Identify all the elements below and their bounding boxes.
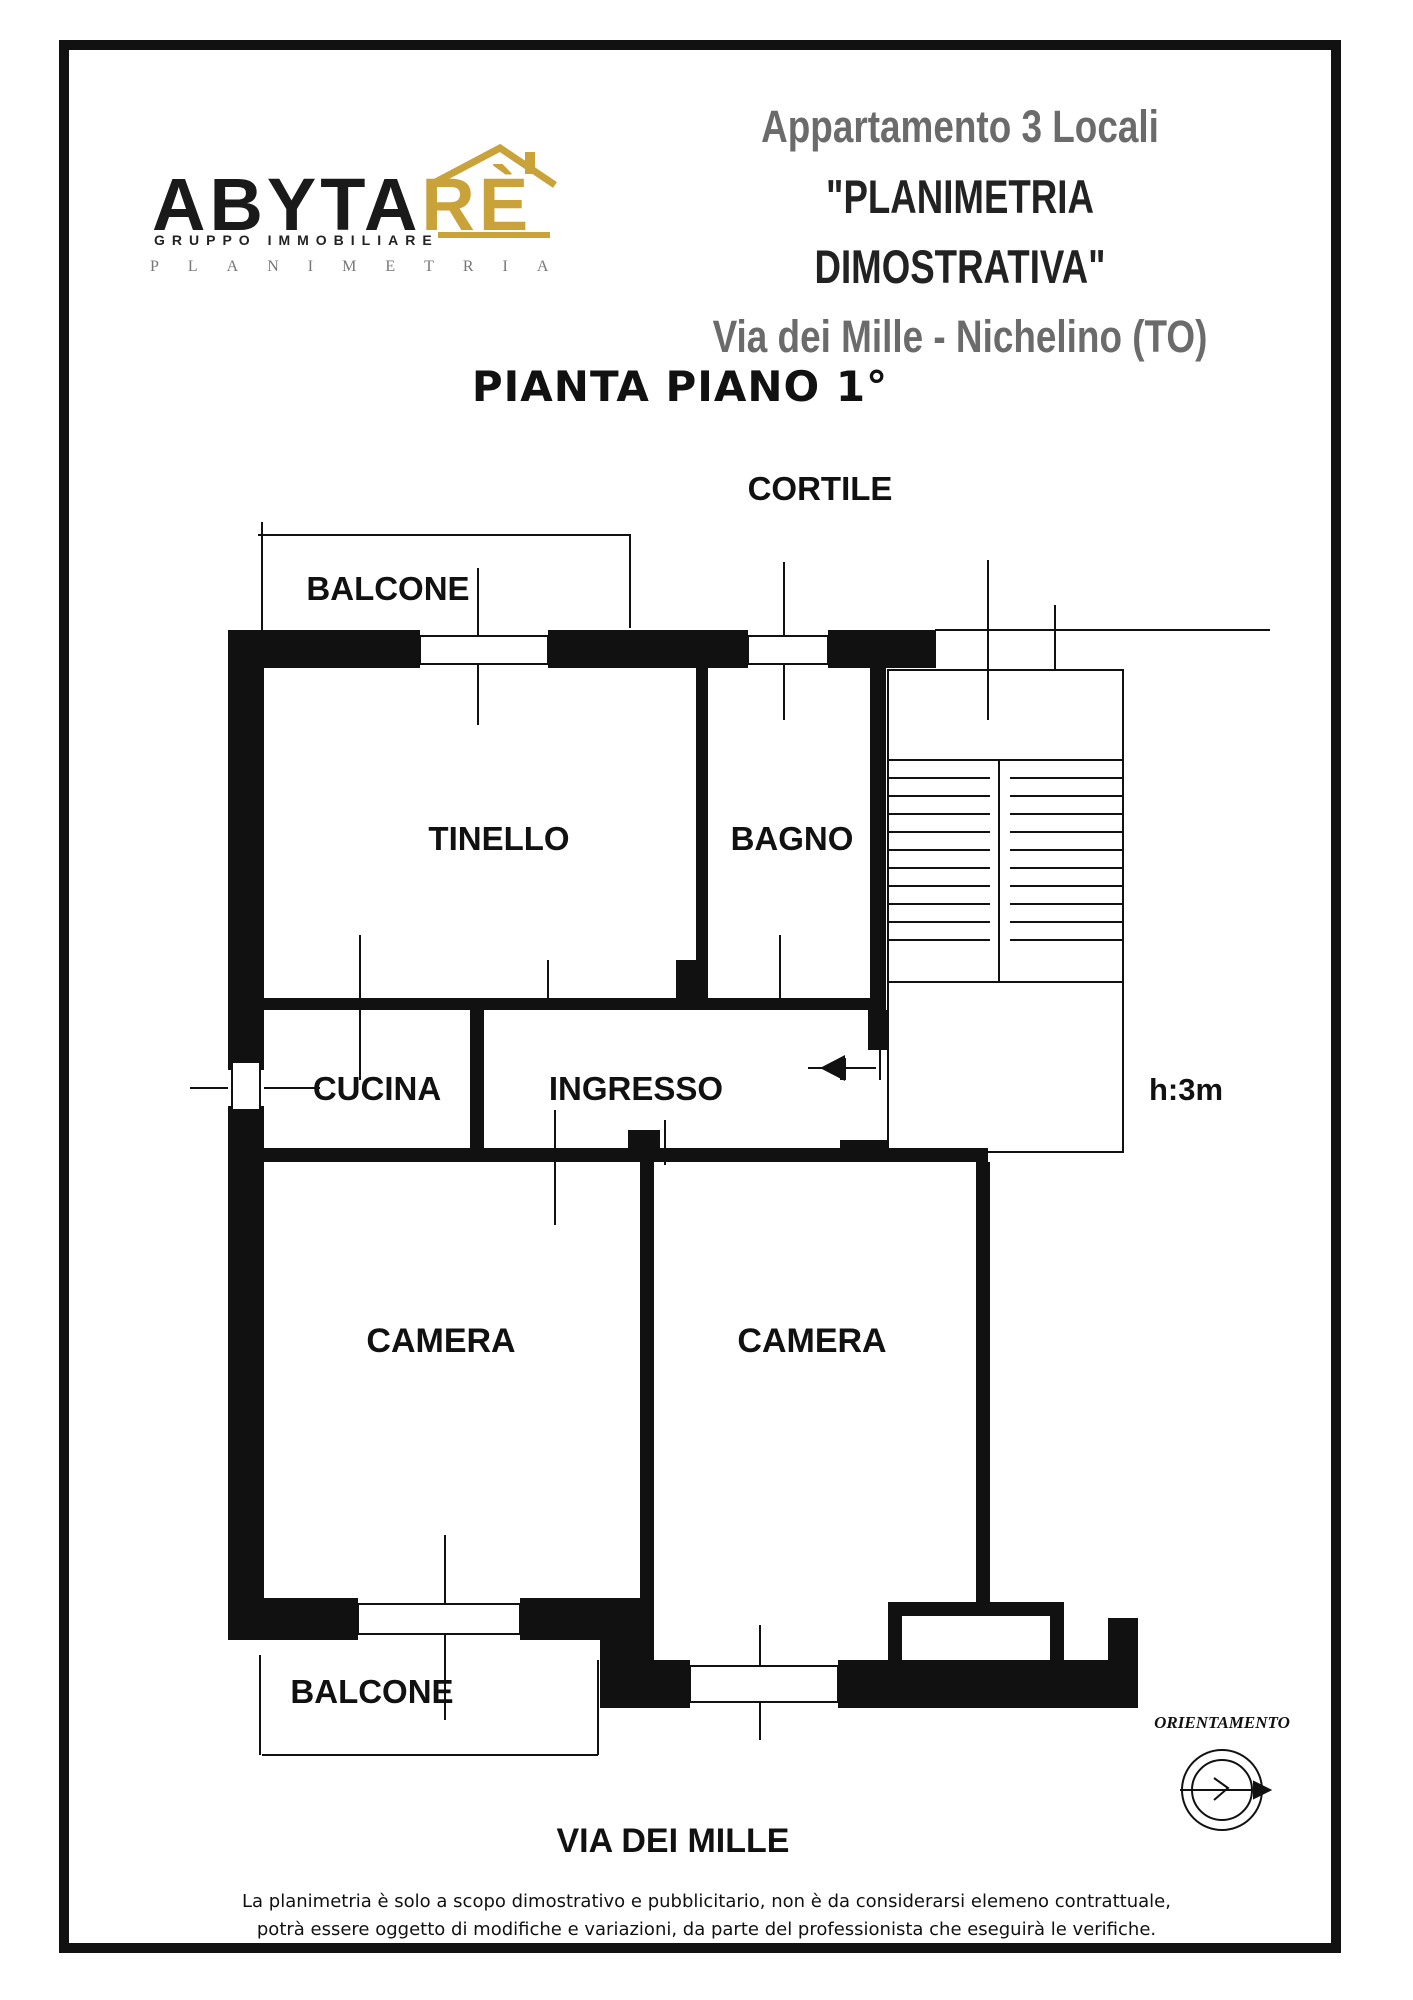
floor-title: PIANTA PIANO 1° <box>471 362 889 411</box>
label-balcone-top: BALCONE <box>306 570 469 607</box>
compass-icon <box>1180 1749 1273 1831</box>
label-cucina: CUCINA <box>313 1070 441 1107</box>
logo-subtitle: GRUPPO IMMOBILIARE <box>154 232 439 248</box>
logo-wordmark: ABYTARÈ <box>152 168 532 242</box>
logo-accent-bar <box>438 232 550 238</box>
entrance-arrow-icon <box>808 1055 876 1081</box>
title-block: Appartamento 3 Locali "PLANIMETRIA DIMOS… <box>640 92 1280 372</box>
label-tinello: TINELLO <box>428 820 569 857</box>
stairwell <box>887 669 1124 1153</box>
title-line-1: Appartamento 3 Locali <box>761 101 1159 152</box>
label-camera-left: CAMERA <box>366 1322 515 1360</box>
title-line-2: "PLANIMETRIA DIMOSTRATIVA" <box>814 170 1106 293</box>
label-bagno: BAGNO <box>731 820 854 857</box>
company-logo: ABYTARÈ GRUPPO IMMOBILIARE PLANIMETRIA <box>150 140 560 300</box>
disclaimer-line-1: La planimetria è solo a scopo dimostrati… <box>242 1891 1171 1912</box>
disclaimer: La planimetria è solo a scopo dimostrati… <box>100 1888 1313 1944</box>
label-street: VIA DEI MILLE <box>557 1822 790 1860</box>
walls <box>228 630 1138 1708</box>
balcony-top-outline <box>258 522 631 640</box>
label-camera-right: CAMERA <box>737 1322 886 1360</box>
house-roof-icon <box>428 143 557 189</box>
label-balcone-bottom: BALCONE <box>290 1673 453 1710</box>
windows <box>231 635 839 1703</box>
label-orientamento: ORIENTAMENTO <box>1154 1713 1290 1732</box>
disclaimer-line-2: potrà essere oggetto di modifiche e vari… <box>256 1919 1157 1940</box>
label-height: h:3m <box>1149 1072 1223 1107</box>
title-line-3: Via dei Mille - Nichelino (TO) <box>712 311 1208 362</box>
logo-brand-accent: RÈ <box>421 163 533 246</box>
label-cortile: CORTILE <box>748 470 893 507</box>
label-ingresso: INGRESSO <box>549 1070 723 1107</box>
logo-brand-main: ABYTA <box>152 163 422 246</box>
logo-tagline: PLANIMETRIA <box>150 258 578 275</box>
